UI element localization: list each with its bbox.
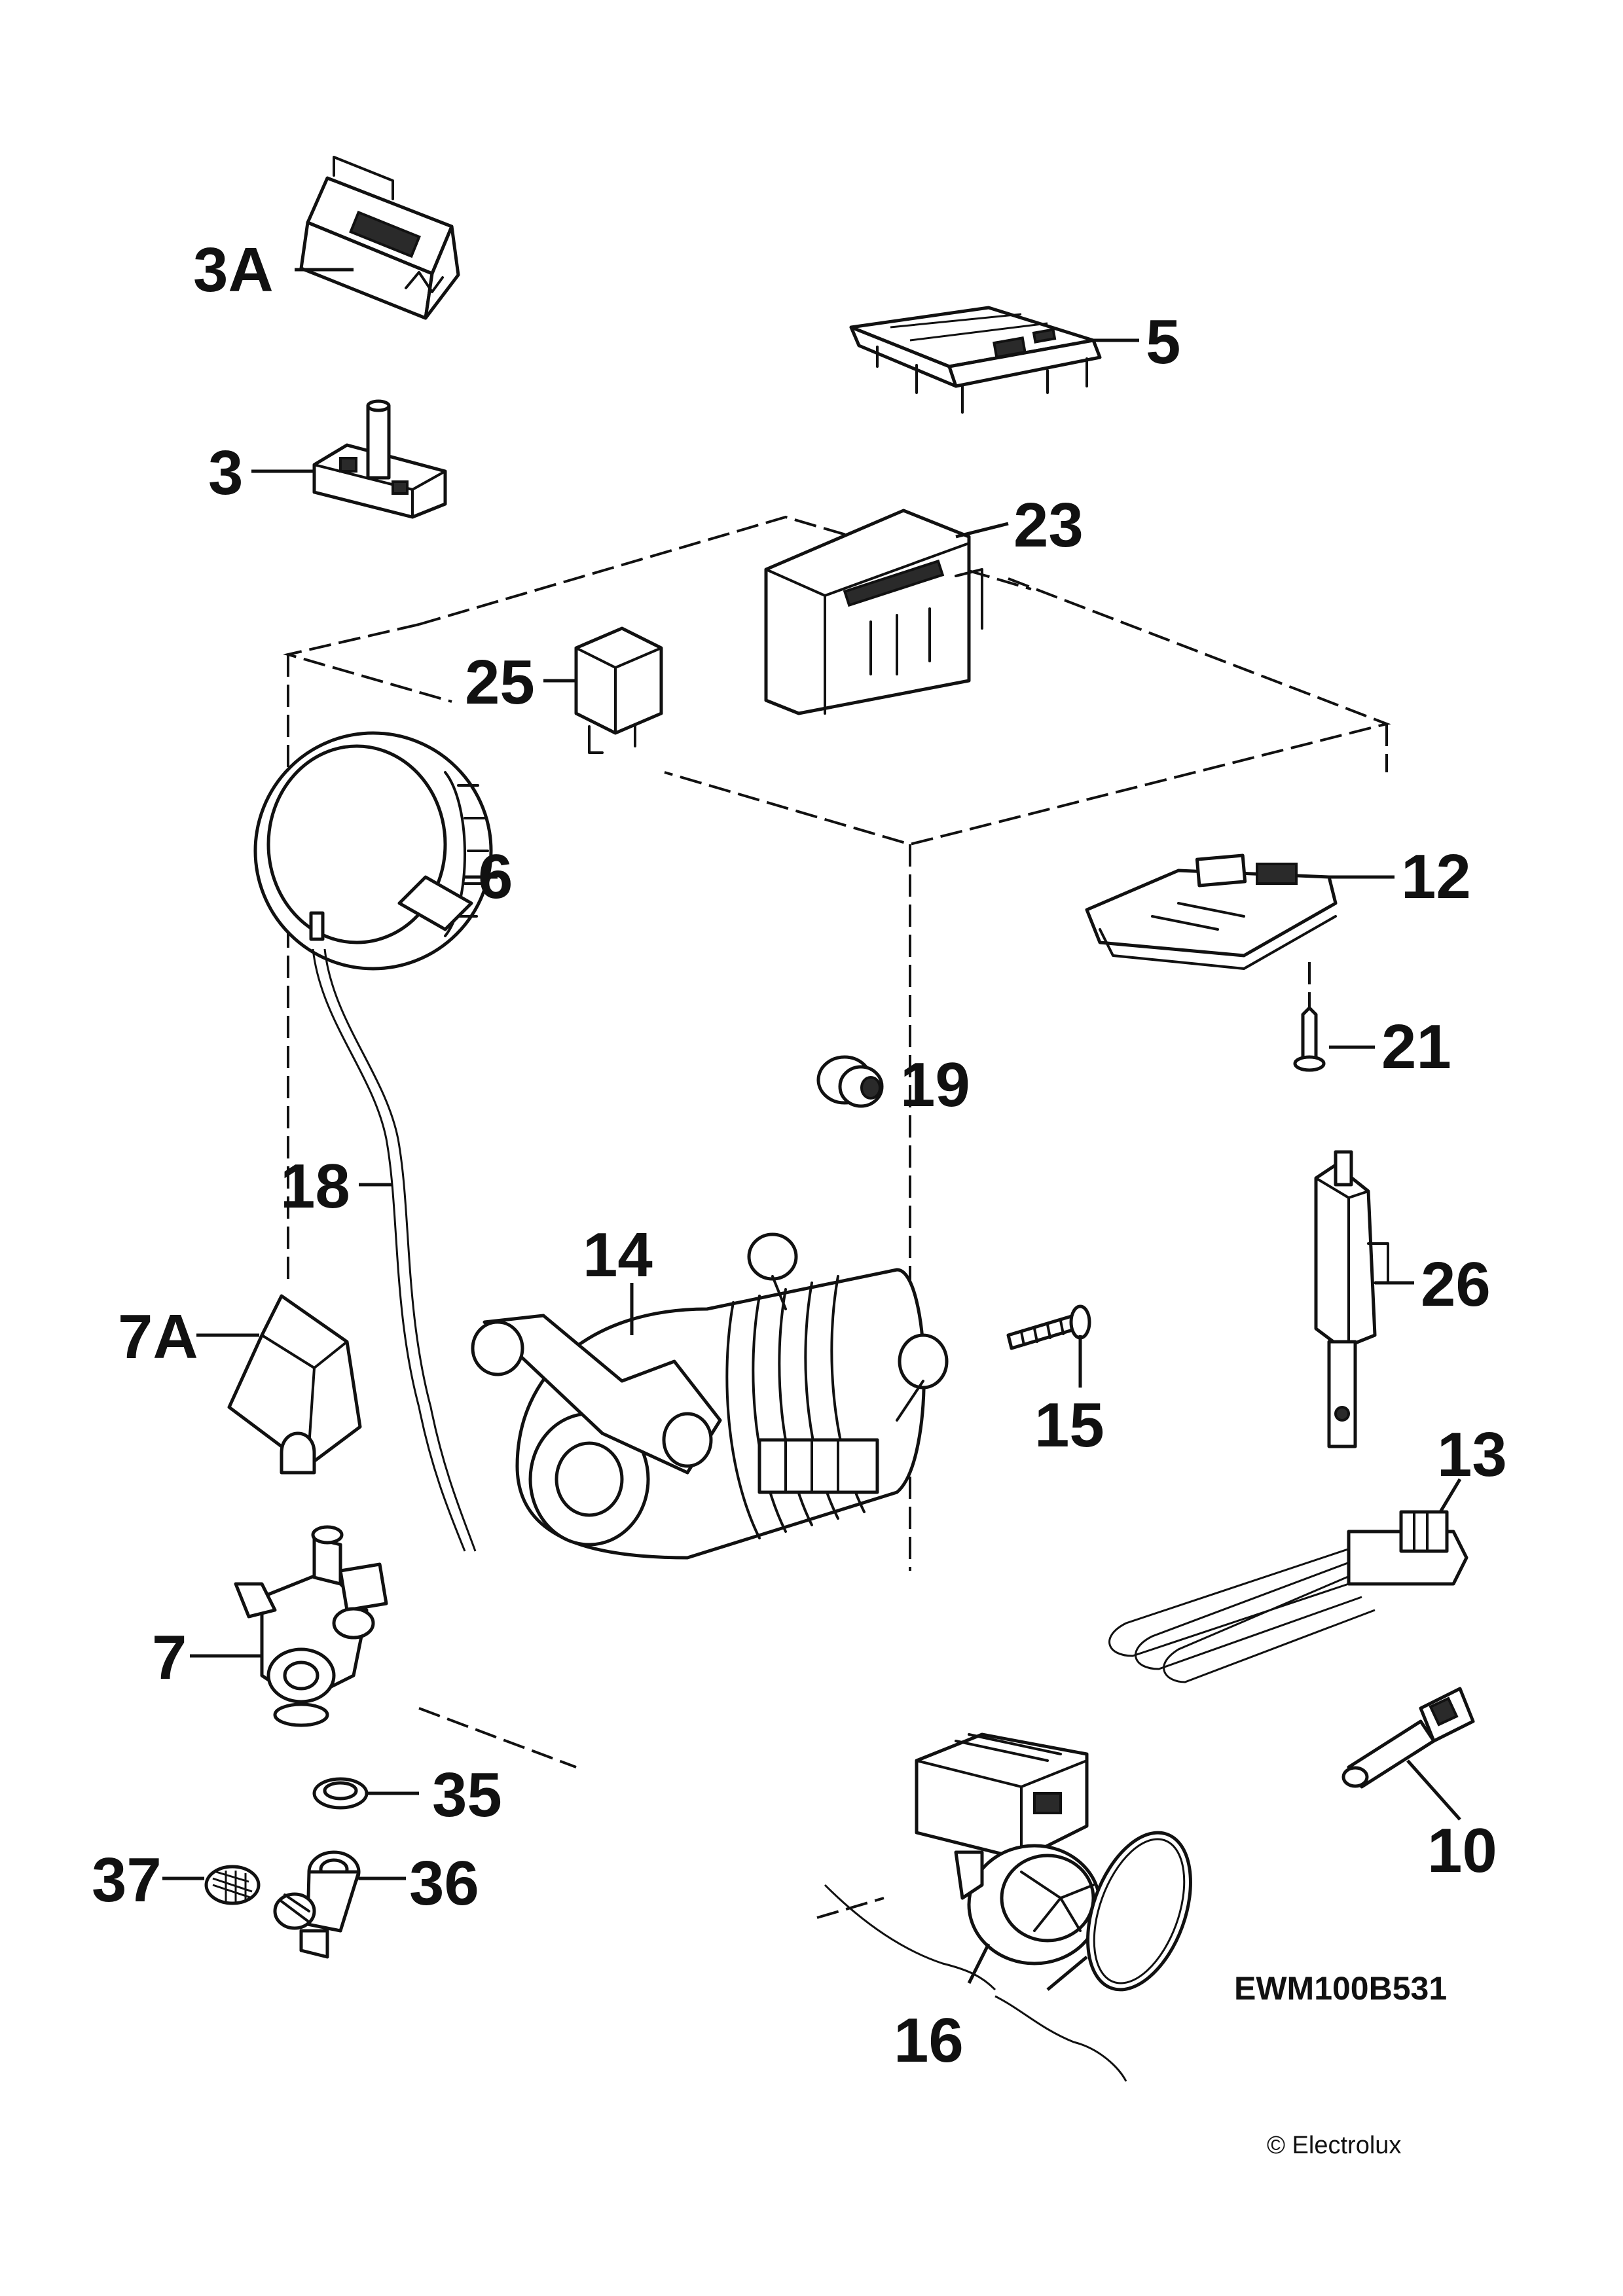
part-19-grommet (816, 1055, 884, 1108)
callout-21: 21 (1381, 1012, 1451, 1082)
callout-labels: 3A 3 5 23 25 6 12 21 19 18 14 26 7A 15 1… (92, 235, 1507, 2075)
part-14-motor (471, 1232, 949, 1560)
part-18-pressure-hose (312, 948, 477, 1552)
part-35-seal-ring (312, 1777, 369, 1810)
callout-6: 6 (478, 842, 513, 912)
callout-35: 35 (432, 1760, 502, 1830)
callout-16: 16 (894, 2005, 964, 2075)
part-15-screw (1006, 1304, 1091, 1350)
callout-25: 25 (465, 647, 535, 717)
part-16-drain-pump (915, 1732, 1192, 1992)
part-7a-cover (227, 1294, 362, 1475)
callout-3a: 3A (193, 235, 274, 305)
part-25-relay (574, 626, 663, 754)
model-code: EWM100B531 (1234, 1970, 1447, 2007)
part-36-hose-connector (273, 1850, 361, 1959)
part-6-pressure-switch (253, 731, 493, 971)
callout-19: 19 (900, 1050, 970, 1120)
part-10-ntc-sensor (1341, 1687, 1475, 1789)
callout-13: 13 (1437, 1420, 1507, 1490)
callout-37: 37 (92, 1845, 162, 1915)
part-12-door-lock (1085, 853, 1338, 970)
callout-7: 7 (152, 1623, 187, 1693)
cabinet-outline (283, 515, 1391, 1919)
part-26-thermostat (1314, 1150, 1389, 1448)
callout-26: 26 (1421, 1249, 1491, 1319)
callout-12: 12 (1401, 842, 1471, 912)
callout-23: 23 (1013, 490, 1084, 560)
part-7-inlet-valve (234, 1525, 388, 1727)
part-5-control-board (849, 306, 1102, 414)
part-3-rotary-selector (312, 399, 447, 519)
part-23-control-module (764, 509, 983, 715)
callout-7a: 7A (118, 1302, 198, 1372)
callout-15: 15 (1034, 1390, 1104, 1460)
copyright-notice: © Electrolux (1267, 2132, 1401, 2159)
part-3a-switch-module (299, 156, 460, 320)
part-21-screw (1293, 962, 1326, 1072)
callout-18: 18 (280, 1151, 350, 1221)
callout-3: 3 (208, 438, 243, 508)
callout-5: 5 (1146, 307, 1180, 377)
part-37-filter (204, 1865, 261, 1905)
callout-36: 36 (409, 1848, 479, 1918)
callout-14: 14 (583, 1220, 653, 1290)
pump-break-lines (824, 1884, 1127, 2082)
callout-10: 10 (1427, 1816, 1497, 1886)
part-13-heating-element (1108, 1510, 1468, 1683)
